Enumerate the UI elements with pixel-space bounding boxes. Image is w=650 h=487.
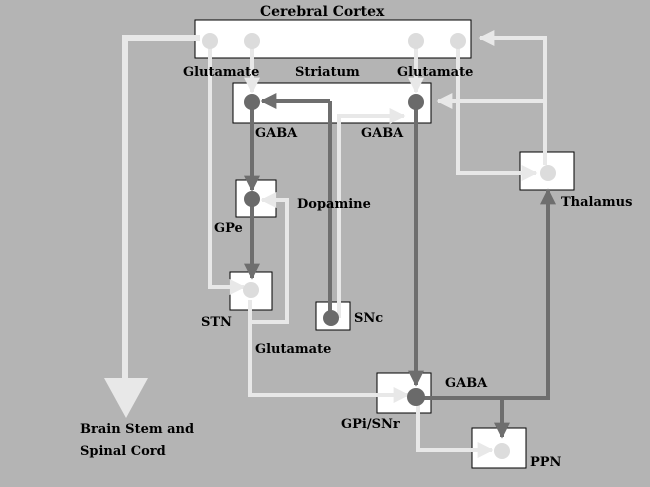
stn-node [243, 282, 259, 298]
cortex-to-brainstem-path [122, 35, 200, 380]
thalamus-node [540, 165, 556, 181]
gpi-to-ppn-path [416, 405, 494, 458]
striatum-node-left [244, 94, 260, 110]
stn-label: STN [201, 315, 232, 330]
gpe-node [244, 191, 260, 207]
cortex-to-stn-path [208, 42, 246, 295]
ppn-label: PPN [530, 455, 562, 470]
output-label-line1: Brain Stem and [80, 422, 194, 437]
glutamate-right-label: Glutamate [397, 65, 473, 80]
neuron-nodes [202, 33, 556, 459]
cortex-node-2 [244, 33, 260, 49]
cortex-box [194, 19, 472, 59]
snc-node [323, 310, 339, 326]
cortex-node-3 [408, 33, 424, 49]
gaba-gpi-label: GABA [445, 376, 488, 391]
thalamus-label: Thalamus [561, 195, 632, 210]
cortex-label: Cerebral Cortex [260, 4, 385, 20]
glutamate-stn-label: Glutamate [255, 342, 331, 357]
gaba-left-label: GABA [255, 126, 298, 141]
gaba-right-label: GABA [361, 126, 404, 141]
striatum-label: Striatum [295, 65, 360, 80]
gpi-label: GPi/SNr [341, 417, 400, 432]
striatum-node-right [408, 94, 424, 110]
snc-label: SNc [354, 311, 383, 326]
glutamate-left-label: Glutamate [183, 65, 259, 80]
thalamus-to-cortex-path [478, 30, 547, 165]
cortex-node-4 [450, 33, 466, 49]
gpi-to-thalamus-path [420, 188, 556, 400]
stn-to-gpi-path [248, 300, 410, 403]
output-label-line2: Spinal Cord [80, 444, 166, 459]
gpi-node [407, 388, 425, 406]
dopamine-label: Dopamine [297, 197, 371, 212]
cortex-to-thalamus-path [456, 42, 538, 181]
snc-to-striatum-path [337, 108, 406, 318]
brainstem-arrowhead [104, 378, 148, 418]
gpe-label: GPe [214, 221, 243, 236]
cortex-node-1 [202, 33, 218, 49]
ppn-node [494, 443, 510, 459]
